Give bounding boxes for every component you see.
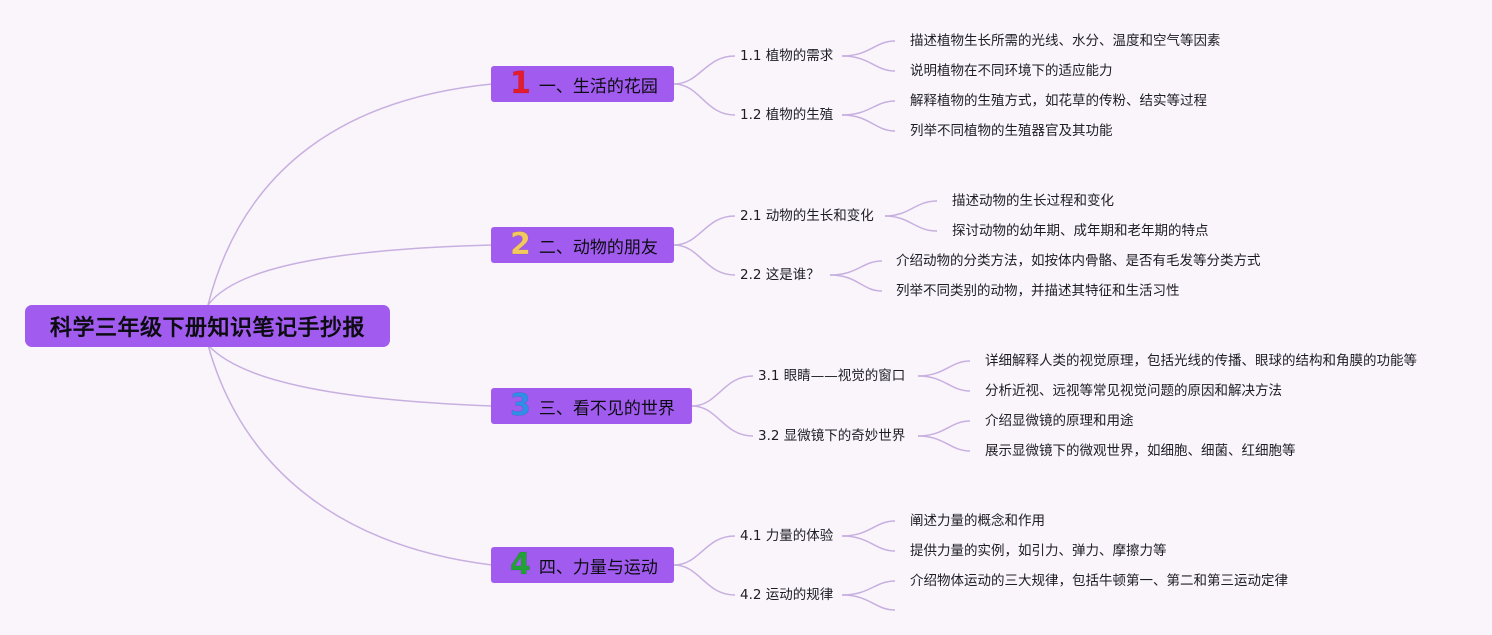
connector-b2-s2-p1 bbox=[829, 260, 883, 276]
point-1-2-1[interactable]: 解释植物的生殖方式，如花草的传粉、结实等过程 bbox=[910, 93, 1207, 109]
root-topic-label: 科学三年级下册知识笔记手抄报 bbox=[49, 316, 365, 341]
subtopic-1-1[interactable]: 1.1 植物的需求 bbox=[740, 48, 834, 64]
point-3-1-1[interactable]: 详细解释人类的视觉原理，包括光线的传播、眼球的结构和角膜的功能等 bbox=[985, 353, 1417, 369]
point-3-1-2[interactable]: 分析近视、远视等常见视觉问题的原因和解决方法 bbox=[985, 383, 1282, 399]
connector-b4-s1 bbox=[673, 535, 736, 566]
connector-b1-s2-p1 bbox=[841, 100, 896, 116]
connector-b1-s1 bbox=[673, 55, 736, 85]
connector-root-3 bbox=[207, 344, 493, 407]
main-topic-label: 四、力量与运动 bbox=[538, 557, 658, 578]
connector-b4-s2-p1 bbox=[841, 580, 896, 596]
point-4-2-1[interactable]: 介绍物体运动的三大规律，包括牛顿第一、第二和第三运动定律 bbox=[910, 573, 1288, 589]
subtopic-2-1[interactable]: 2.1 动物的生长和变化 bbox=[740, 208, 874, 224]
connector-root-1 bbox=[207, 83, 493, 306]
point-4-1-1[interactable]: 阐述力量的概念和作用 bbox=[910, 513, 1045, 529]
main-topic-label: 三、看不见的世界 bbox=[538, 398, 675, 419]
connector-b1-s1-p1 bbox=[841, 40, 896, 57]
point-3-2-1[interactable]: 介绍显微镜的原理和用途 bbox=[985, 413, 1134, 429]
main-topic-4[interactable]: 4 四、力量与运动 bbox=[491, 547, 674, 583]
main-topic-label: 一、生活的花园 bbox=[538, 76, 658, 97]
connector-b1-s2-p2 bbox=[841, 114, 896, 132]
point-4-1-2[interactable]: 提供力量的实例，如引力、弹力、摩擦力等 bbox=[910, 543, 1167, 559]
connector-b2-s1-p2 bbox=[884, 215, 938, 232]
subtopic-1-2[interactable]: 1.2 植物的生殖 bbox=[740, 107, 834, 123]
connector-b2-s2 bbox=[673, 244, 736, 276]
main-topic-label: 二、动物的朋友 bbox=[538, 237, 658, 258]
point-1-2-2[interactable]: 列举不同植物的生殖器官及其功能 bbox=[910, 123, 1113, 139]
connector-b4-s1-p2 bbox=[841, 535, 896, 552]
subtopic-3-1[interactable]: 3.1 眼睛——视觉的窗口 bbox=[758, 368, 906, 384]
root-topic[interactable]: 科学三年级下册知识笔记手抄报 bbox=[25, 305, 390, 347]
connector-b2-s1 bbox=[673, 215, 736, 246]
connector-b3-s1-p1 bbox=[917, 360, 971, 377]
connector-root-4 bbox=[207, 344, 493, 566]
connector-b4-s1-p1 bbox=[841, 520, 896, 537]
connector-b2-s2-p2 bbox=[829, 274, 883, 292]
connector-b1-s2 bbox=[673, 83, 736, 116]
number-3-icon: 3 bbox=[510, 388, 531, 423]
connector-b4-s2 bbox=[673, 564, 736, 596]
number-4-icon: 4 bbox=[510, 547, 531, 582]
main-topic-2[interactable]: 2 二、动物的朋友 bbox=[491, 227, 674, 263]
subtopic-3-2[interactable]: 3.2 显微镜下的奇妙世界 bbox=[758, 428, 906, 444]
point-3-2-2[interactable]: 展示显微镜下的微观世界，如细胞、细菌、红细胞等 bbox=[985, 443, 1296, 459]
connector-b3-s1 bbox=[691, 375, 754, 407]
connector-b1-s1-p2 bbox=[841, 55, 896, 72]
connector-b3-s2-p2 bbox=[917, 435, 971, 452]
subtopic-4-1[interactable]: 4.1 力量的体验 bbox=[740, 528, 834, 544]
main-topic-3[interactable]: 3 三、看不见的世界 bbox=[491, 388, 692, 424]
connector-b3-s2-p1 bbox=[917, 420, 971, 437]
point-2-1-2[interactable]: 探讨动物的幼年期、成年期和老年期的特点 bbox=[952, 223, 1209, 239]
point-1-1-2[interactable]: 说明植物在不同环境下的适应能力 bbox=[910, 63, 1113, 79]
connector-b3-s2 bbox=[691, 405, 754, 437]
connector-b3-s1-p2 bbox=[917, 375, 971, 392]
point-2-2-2[interactable]: 列举不同类别的动物，并描述其特征和生活习性 bbox=[896, 283, 1180, 299]
connector-b2-s1-p1 bbox=[884, 200, 938, 217]
subtopic-4-2[interactable]: 4.2 运动的规律 bbox=[740, 587, 834, 603]
point-2-1-1[interactable]: 描述动物的生长过程和变化 bbox=[952, 193, 1114, 209]
number-1-icon: 1 bbox=[510, 66, 531, 101]
point-1-1-1[interactable]: 描述植物生长所需的光线、水分、温度和空气等因素 bbox=[910, 33, 1221, 49]
number-2-icon: 2 bbox=[510, 227, 531, 262]
connector-b4-s2-p2 bbox=[841, 594, 896, 611]
main-topic-1[interactable]: 1 一、生活的花园 bbox=[491, 66, 674, 102]
connector-root-2 bbox=[207, 244, 493, 306]
subtopic-2-2[interactable]: 2.2 这是谁？ bbox=[740, 267, 820, 283]
point-2-2-1[interactable]: 介绍动物的分类方法，如按体内骨骼、是否有毛发等分类方式 bbox=[896, 253, 1261, 269]
